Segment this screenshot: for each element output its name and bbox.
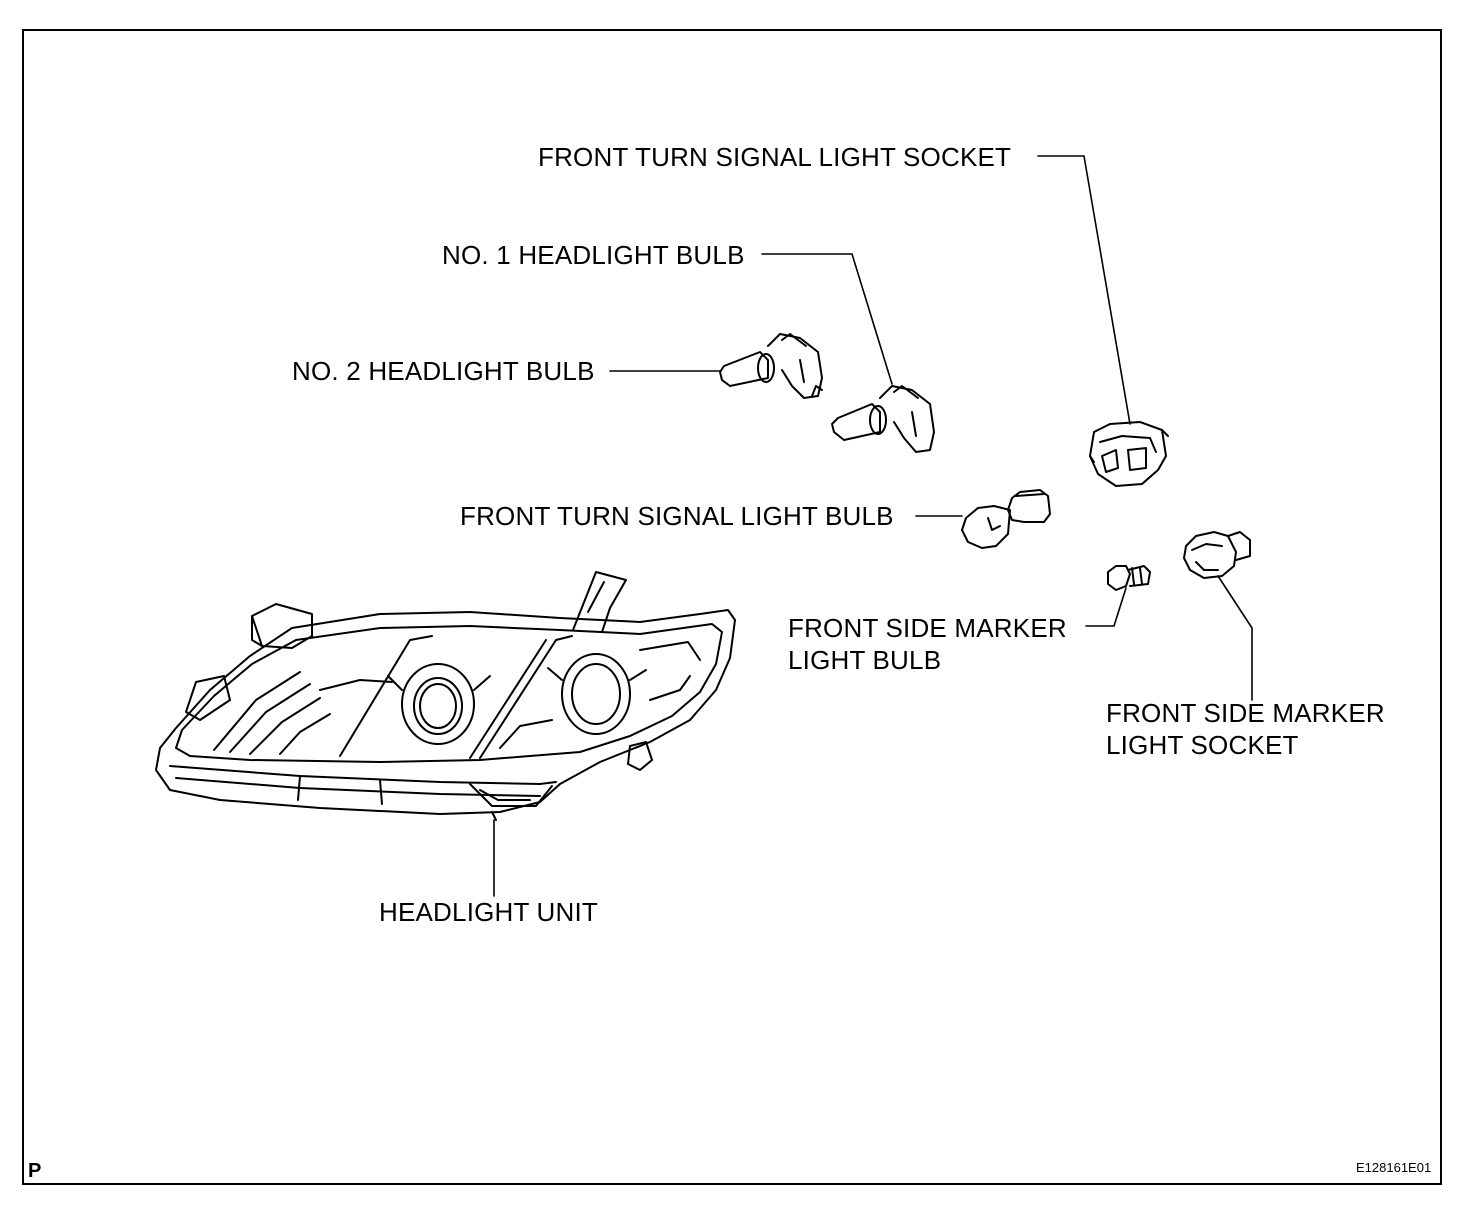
label-headlight-unit: HEADLIGHT UNIT [379, 897, 599, 927]
no1-headlight-bulb-drawing [832, 386, 934, 452]
side-marker-socket-drawing [1184, 532, 1250, 578]
label-side-marker-bulb-line2: LIGHT BULB [788, 645, 942, 675]
label-no1-headlight-bulb: NO. 1 HEADLIGHT BULB [442, 240, 745, 270]
leader-side-marker-socket [1218, 576, 1252, 700]
label-side-marker-socket-line2: LIGHT SOCKET [1106, 730, 1299, 760]
label-turn-signal-socket: FRONT TURN SIGNAL LIGHT SOCKET [538, 142, 1012, 172]
label-side-marker-socket-line1: FRONT SIDE MARKER [1106, 698, 1385, 728]
turn-signal-bulb-drawing [962, 490, 1050, 548]
diagram-frame [22, 29, 1442, 1185]
leader-no1-bulb [762, 254, 892, 384]
side-marker-bulb-drawing [1108, 566, 1150, 590]
label-no2-headlight-bulb: NO. 2 HEADLIGHT BULB [292, 356, 595, 386]
label-side-marker-bulb-line1: FRONT SIDE MARKER [788, 613, 1067, 643]
headlight-unit-drawing [156, 572, 735, 820]
leader-lines [494, 156, 1252, 896]
leader-side-marker-bulb [1086, 588, 1126, 626]
figure-code: E128161E01 [1356, 1160, 1432, 1175]
leader-turn-signal-socket [1038, 156, 1130, 424]
no2-headlight-bulb-drawing [720, 334, 822, 398]
label-turn-signal-bulb: FRONT TURN SIGNAL LIGHT BULB [460, 501, 894, 531]
turn-signal-socket-drawing [1090, 422, 1168, 486]
corner-mark: P [28, 1160, 42, 1182]
